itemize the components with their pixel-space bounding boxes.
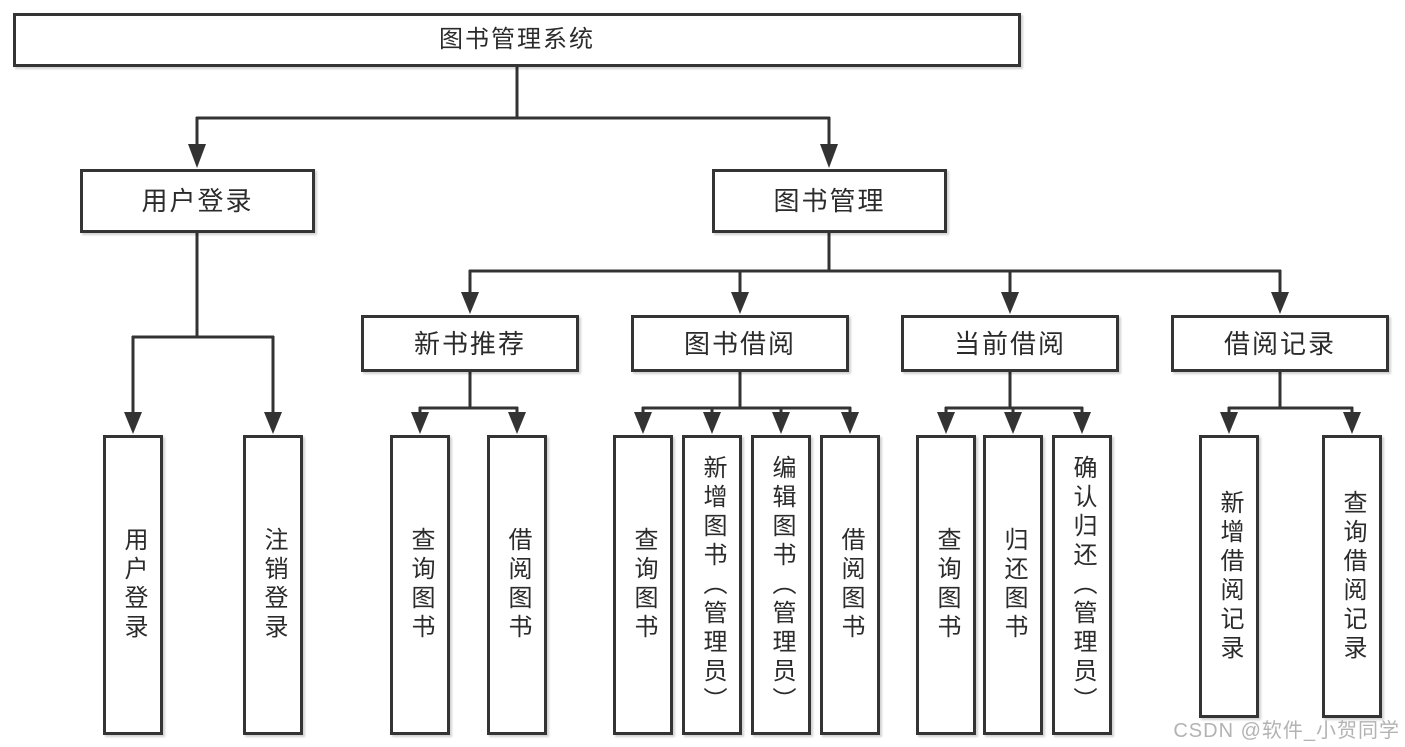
leaf-bb-borrow-book-label: 借阅图书 — [837, 527, 864, 643]
leaf-bb-borrow-book: 借阅图书 — [820, 435, 880, 735]
leaf-cb-return-book: 归还图书 — [983, 435, 1043, 735]
leaf-bb-add-book-admin: 新增图书（管理员） — [682, 435, 742, 735]
leaf-nb-borrow-book-label: 借阅图书 — [504, 527, 531, 643]
node-book-management-label: 图书管理 — [773, 186, 886, 216]
node-user-login-label: 用户登录 — [141, 186, 254, 216]
node-root: 图书管理系统 — [13, 13, 1021, 67]
leaf-user-login: 用户登录 — [103, 435, 163, 735]
leaf-br-add-record: 新增借阅记录 — [1199, 435, 1259, 718]
leaf-bb-query-book-label: 查询图书 — [630, 527, 657, 643]
leaf-bb-edit-book-admin: 编辑图书（管理员） — [751, 435, 811, 735]
leaf-user-login-label: 用户登录 — [120, 527, 147, 643]
leaf-br-query-record: 查询借阅记录 — [1322, 435, 1382, 718]
leaf-br-add-record-label: 新增借阅记录 — [1216, 489, 1243, 664]
leaf-cb-return-book-label: 归还图书 — [1000, 527, 1027, 643]
node-book-borrow-label: 图书借阅 — [683, 328, 796, 359]
leaf-bb-add-book-admin-label: 新增图书（管理员） — [699, 454, 726, 716]
node-book-borrow: 图书借阅 — [631, 315, 849, 372]
node-borrow-records-label: 借阅记录 — [1223, 328, 1336, 359]
node-borrow-records: 借阅记录 — [1171, 315, 1389, 372]
leaf-cb-confirm-return-admin: 确认归还（管理员） — [1052, 435, 1112, 735]
node-new-book-recommend: 新书推荐 — [361, 315, 579, 372]
leaf-br-query-record-label: 查询借阅记录 — [1339, 489, 1366, 664]
leaf-logout-label: 注销登录 — [260, 527, 287, 643]
csdn-watermark: CSDN @软件_小贺同学 — [1173, 720, 1400, 742]
leaf-bb-edit-book-admin-label: 编辑图书（管理员） — [768, 454, 795, 716]
node-root-label: 图书管理系统 — [439, 26, 595, 53]
leaf-nb-query-book: 查询图书 — [390, 435, 450, 735]
leaf-nb-query-book-label: 查询图书 — [407, 527, 434, 643]
leaf-cb-confirm-return-admin-label: 确认归还（管理员） — [1069, 454, 1096, 716]
node-current-borrow-label: 当前借阅 — [953, 328, 1066, 359]
node-current-borrow: 当前借阅 — [901, 315, 1119, 372]
leaf-logout: 注销登录 — [243, 435, 303, 735]
leaf-nb-borrow-book: 借阅图书 — [487, 435, 547, 735]
node-new-book-recommend-label: 新书推荐 — [413, 328, 526, 359]
leaf-cb-query-book-label: 查询图书 — [933, 527, 960, 643]
node-book-management: 图书管理 — [712, 169, 947, 233]
node-user-login: 用户登录 — [80, 169, 315, 233]
leaf-bb-query-book: 查询图书 — [613, 435, 673, 735]
leaf-cb-query-book: 查询图书 — [916, 435, 976, 735]
